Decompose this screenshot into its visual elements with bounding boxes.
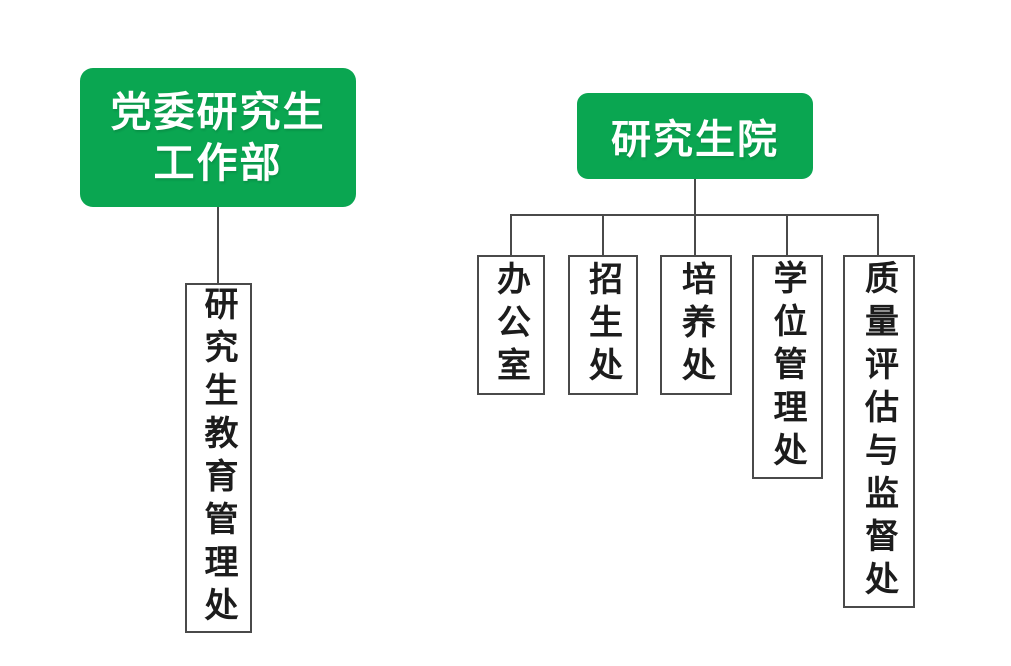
connector-drop-2 [602, 214, 604, 255]
node-quality-assessment-supervision-office: 质量评估与监督处 [843, 255, 915, 608]
connector-left-stem [217, 207, 219, 283]
node-admissions-office: 招生处 [568, 255, 638, 395]
node-training-office: 培养处 [660, 255, 732, 395]
node-general-office: 办公室 [477, 255, 545, 395]
node-degree-management-office: 学位管理处 [752, 255, 823, 479]
node-graduate-school: 研究生院 [577, 93, 813, 179]
connector-drop-3 [694, 214, 696, 255]
node-graduate-education-management-office: 研究生教育管理处 [185, 283, 252, 633]
connector-drop-1 [510, 214, 512, 255]
connector-right-stem [694, 179, 696, 214]
connector-drop-4 [786, 214, 788, 255]
connector-drop-5 [877, 214, 879, 255]
node-party-committee-graduate-work-dept: 党委研究生 工作部 [80, 68, 356, 207]
